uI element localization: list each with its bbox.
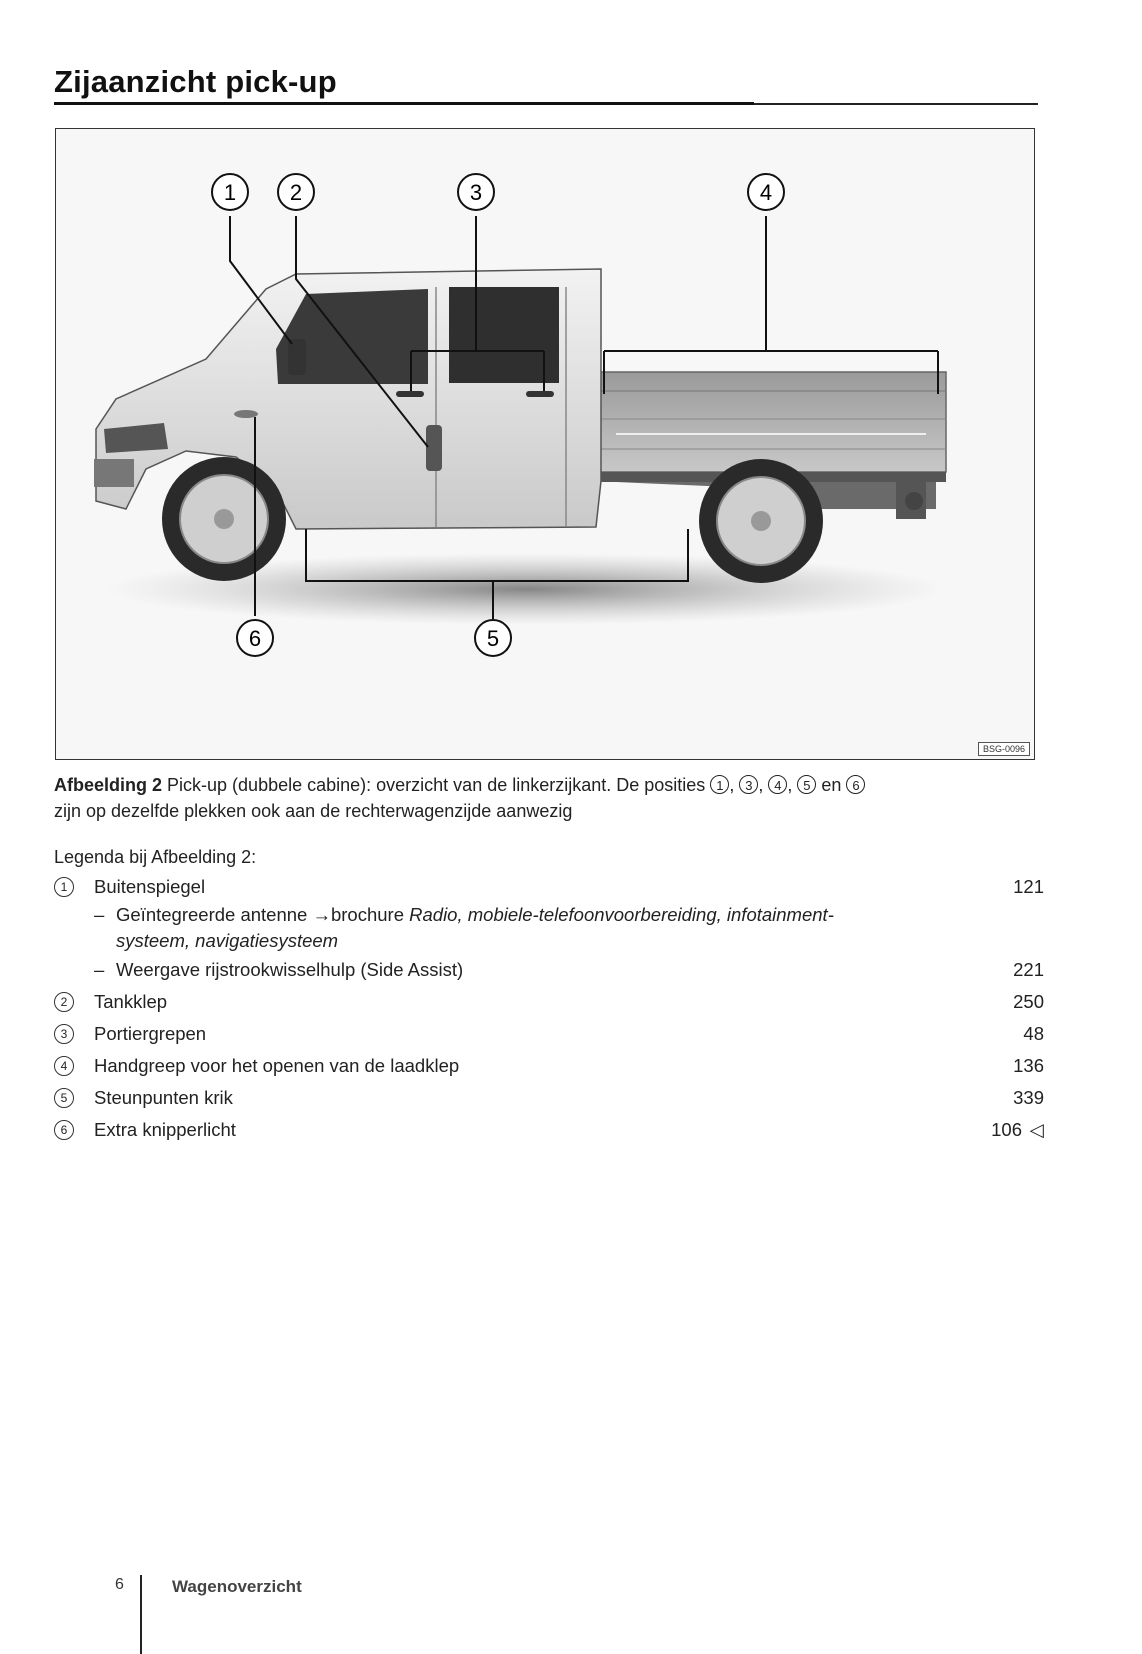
legend-label: Portiergrepen — [94, 1023, 207, 1044]
front-wheel — [162, 457, 286, 581]
legend-page: 121 — [1013, 876, 1044, 897]
caption-text-2: zijn op dezelfde plekken ook aan de rech… — [54, 801, 573, 821]
callout-2-label: 2 — [290, 180, 302, 205]
callout-3-label: 3 — [470, 180, 482, 205]
footer-page-number: 6 — [115, 1576, 124, 1593]
vehicle-figure: 1 2 3 4 5 6 BSG-0096 — [55, 128, 1035, 760]
caption-text-1: Pick-up (dubbele cabine): overzicht van … — [167, 775, 706, 795]
legend-subitem: – Weergave rijstrookwisselhulp (Side Ass… — [54, 956, 1044, 984]
legend-num: 5 — [54, 1088, 74, 1108]
rear-wheel — [699, 459, 823, 583]
legend-page: 250 — [1013, 991, 1044, 1012]
footer-section-title: Wagenoverzicht — [172, 1577, 302, 1596]
page-title: Zijaanzicht pick-up — [54, 64, 337, 99]
callout-3: 3 — [457, 173, 495, 211]
callout-2: 2 — [277, 173, 315, 211]
callout-5-label: 5 — [487, 626, 499, 651]
legend-num: 1 — [54, 877, 74, 897]
caption-pos-3: 3 — [739, 775, 759, 794]
footer-divider — [140, 1575, 142, 1654]
caption-and: en — [821, 775, 842, 795]
figure-caption: Afbeelding 2 Pick-up (dubbele cabine): o… — [54, 772, 1044, 824]
legend-page: 221 — [1013, 959, 1044, 980]
caption-pos-5: 5 — [797, 775, 817, 794]
legend-title: Legenda bij Afbeelding 2: — [54, 847, 257, 867]
legend-page: 106 — [991, 1119, 1022, 1140]
title-rule-accent — [54, 102, 754, 105]
legend-num: 3 — [54, 1024, 74, 1044]
legend-label: Weergave rijstrookwisselhulp (Side Assis… — [116, 959, 464, 980]
caption-pos-6: 6 — [846, 775, 866, 794]
legend-label: Buitenspiegel — [94, 876, 206, 897]
cab-body — [94, 268, 602, 530]
legend-item: 5 Steunpunten krik 339 — [54, 1084, 1044, 1112]
legend-page: 48 — [1023, 1023, 1044, 1044]
legend-item: 2 Tankklep 250 — [54, 988, 1044, 1016]
caption-label: Afbeelding 2 — [54, 775, 163, 795]
legend-page: 339 — [1013, 1087, 1044, 1108]
caption-pos-1: 1 — [710, 775, 730, 794]
arrow-icon: → — [312, 904, 331, 925]
callout-1-label: 1 — [224, 180, 236, 205]
pickup-illustration: 1 2 3 4 5 6 — [94, 173, 947, 657]
legend-num: 2 — [54, 992, 74, 1012]
figure-code: BSG-0096 — [977, 742, 1030, 756]
legend-page: 136 — [1013, 1055, 1044, 1076]
legend-item: 1 Buitenspiegel 121 — [54, 873, 1044, 901]
rear-chassis — [616, 479, 936, 519]
callout-1: 1 — [211, 173, 249, 211]
callout-5: 5 — [474, 619, 512, 657]
callout-4: 4 — [747, 173, 785, 211]
legend-num: 4 — [54, 1056, 74, 1076]
callout-6: 6 — [236, 619, 274, 657]
legend-label: Tankklep — [94, 991, 168, 1012]
legend-label: Handgreep voor het openen van de laadkle… — [94, 1055, 460, 1076]
legend-item: 3 Portiergrepen 48 — [54, 1020, 1044, 1048]
legend-item: 4 Handgreep voor het openen van de laadk… — [54, 1052, 1044, 1080]
legend-label: Extra knipperlicht — [94, 1119, 236, 1140]
legend-item: 6 Extra knipperlicht 106 ◁ — [54, 1116, 1044, 1144]
callout-6-label: 6 — [249, 626, 261, 651]
legend-label: Steunpunten krik — [94, 1087, 233, 1108]
back-marker-icon: ◁ — [1029, 1119, 1044, 1140]
legend-num: 6 — [54, 1120, 74, 1140]
caption-pos-4: 4 — [768, 775, 788, 794]
callout-4-label: 4 — [760, 180, 772, 205]
callout-lines — [229, 216, 939, 619]
